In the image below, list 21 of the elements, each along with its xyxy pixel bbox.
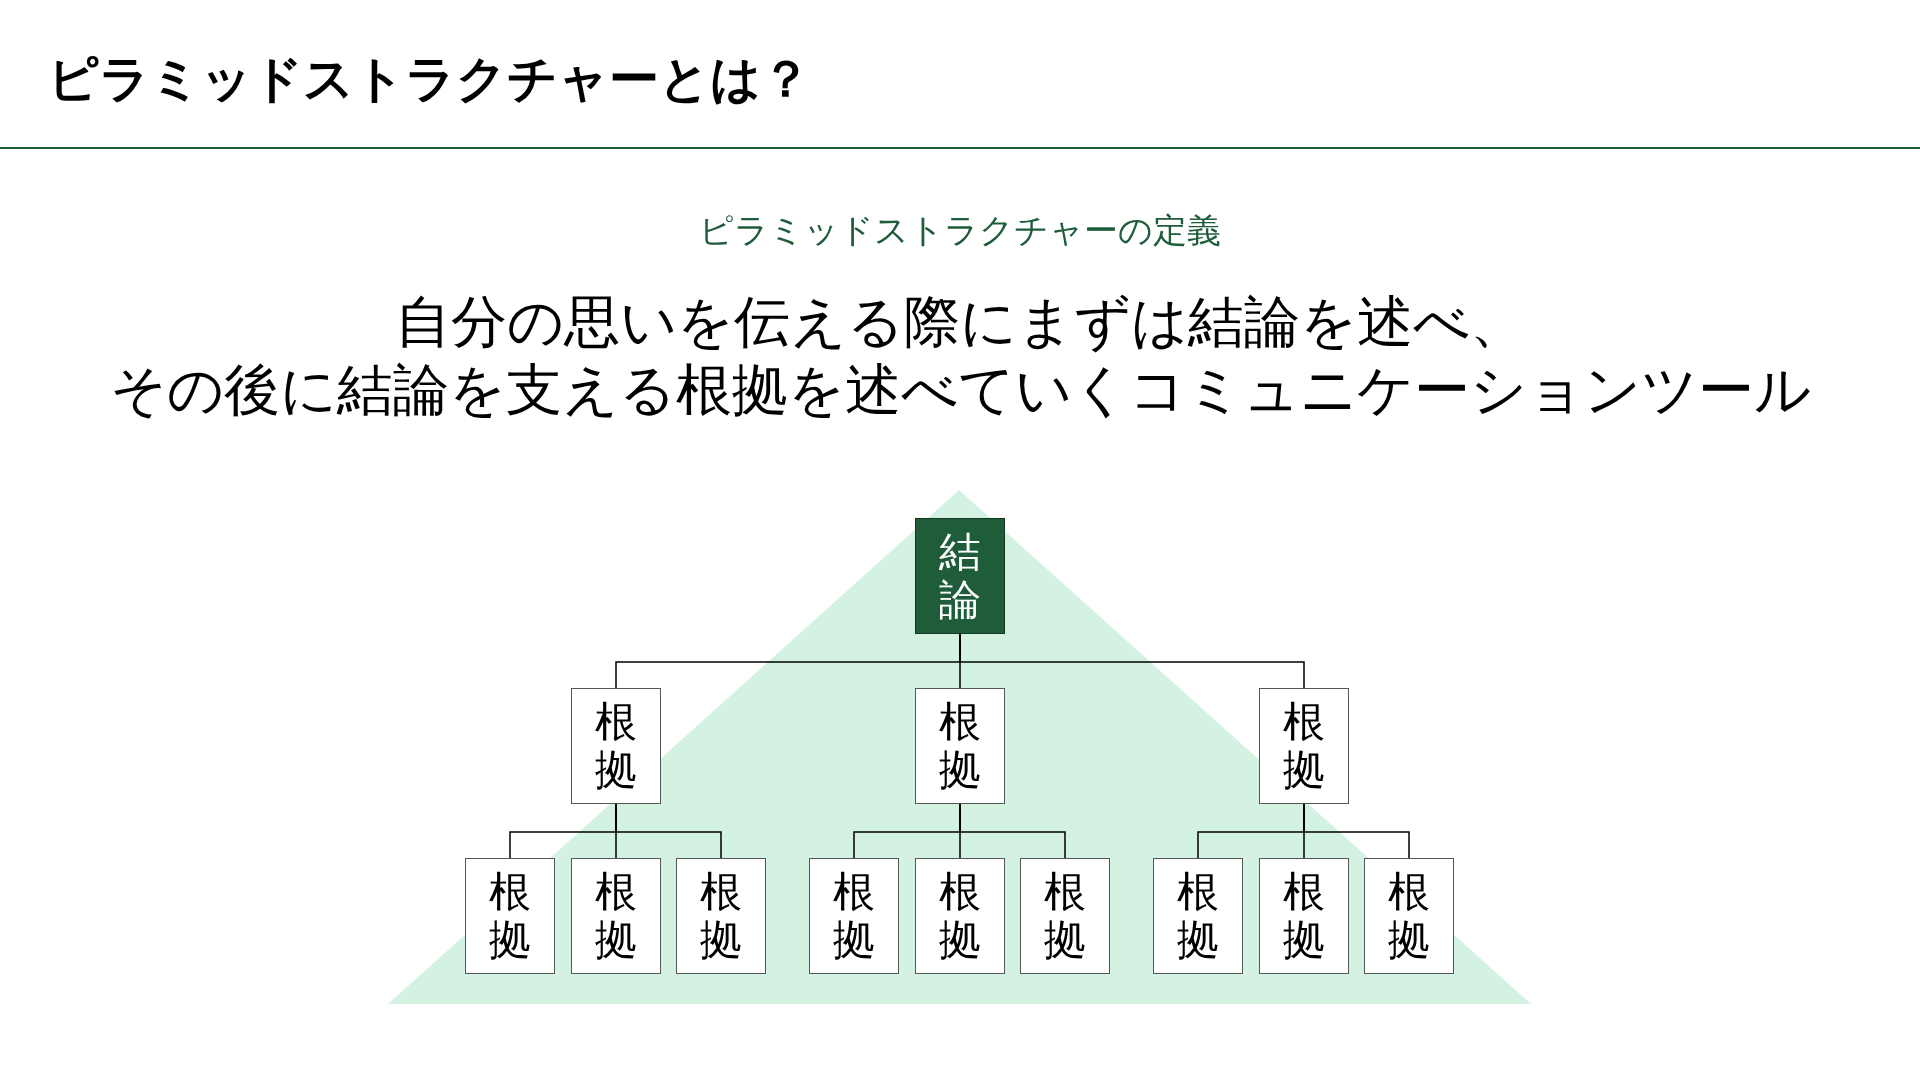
reason-box: 根拠 — [571, 688, 661, 804]
page-title: ピラミッドストラクチャーとは？ — [48, 49, 811, 110]
reason-box: 根拠 — [915, 858, 1005, 974]
definition-text: その後に結論を支える根拠を述べていくコミュニケーションツール — [108, 356, 1812, 424]
definition-text: 自分の思いを伝える際にまずは結論を述べ、 — [393, 288, 1527, 356]
subtitle: ピラミッドストラクチャーの定義 — [698, 209, 1222, 252]
reason-box: 根拠 — [1259, 688, 1349, 804]
reason-box: 根拠 — [1020, 858, 1110, 974]
reason-box: 根拠 — [465, 858, 555, 974]
reason-box: 根拠 — [915, 688, 1005, 804]
reason-box: 根拠 — [1259, 858, 1349, 974]
reason-box: 根拠 — [1153, 858, 1243, 974]
connector-line — [959, 803, 1066, 859]
conclusion-box: 結論 — [915, 518, 1005, 634]
reason-box: 根拠 — [571, 858, 661, 974]
reason-box: 根拠 — [809, 858, 899, 974]
reason-box: 根拠 — [1364, 858, 1454, 974]
connector-line — [959, 633, 1305, 689]
connector-line — [1303, 803, 1410, 859]
connector-line — [615, 803, 722, 859]
reason-box: 根拠 — [676, 858, 766, 974]
